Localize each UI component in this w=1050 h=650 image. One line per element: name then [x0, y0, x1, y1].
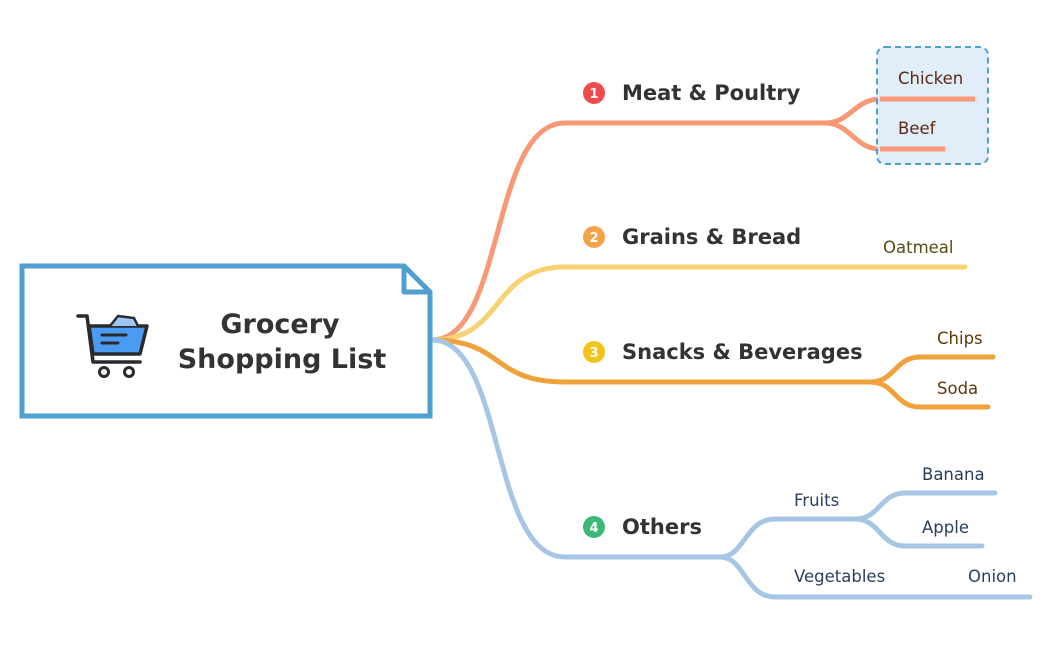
badge-1-number: 1 [589, 87, 598, 102]
connector-soda [867, 379, 991, 410]
branch-meat-poultry[interactable]: 1 Meat & Poultry [583, 81, 801, 105]
branch-2-label: Grains & Bread [622, 225, 801, 249]
leaf-oatmeal[interactable]: Oatmeal [883, 238, 954, 257]
branch-4-label: Others [622, 515, 702, 539]
root-title-line1: Grocery [220, 309, 340, 340]
connector-fruits [717, 516, 858, 560]
branch-others[interactable]: 4 Others [583, 515, 702, 539]
connector-others [429, 337, 723, 560]
connector-apple [852, 516, 985, 549]
branch-grains-bread[interactable]: 2 Grains & Bread [583, 225, 801, 249]
root-box [19, 263, 433, 419]
branch-3-label: Snacks & Beverages [622, 340, 863, 364]
leaf-soda[interactable]: Soda [937, 379, 978, 398]
leaf-beef[interactable]: Beef [898, 119, 937, 138]
group-vegetables[interactable]: Vegetables [794, 567, 885, 586]
root-node[interactable]: Grocery Shopping List [19, 263, 433, 419]
leaf-apple[interactable]: Apple [922, 518, 969, 537]
badge-1 [583, 82, 605, 104]
connector-meat [429, 120, 828, 343]
highlight-box [876, 46, 989, 165]
leaf-chicken[interactable]: Chicken [898, 69, 963, 88]
badge-2-number: 2 [589, 231, 598, 246]
branch-snacks-beverages[interactable]: 3 Snacks & Beverages [583, 340, 863, 364]
badge-3 [583, 341, 605, 363]
badge-4 [583, 516, 605, 538]
leaf-chips[interactable]: Chips [937, 329, 983, 348]
leaf-onion[interactable]: Onion [968, 567, 1017, 586]
connector-vegetables [717, 554, 1033, 600]
branch-1-label: Meat & Poultry [622, 81, 801, 105]
root-title-line2: Shopping List [178, 344, 387, 375]
root-fold [401, 266, 430, 295]
badge-2 [583, 226, 605, 248]
leaf-banana[interactable]: Banana [922, 465, 985, 484]
badge-3-number: 3 [589, 346, 598, 361]
group-fruits[interactable]: Fruits [794, 491, 839, 510]
connector-grains [429, 264, 968, 343]
shopping-cart-icon [76, 314, 149, 378]
connector-banana [852, 490, 998, 522]
connectors [429, 96, 1033, 600]
connector-snacks [429, 337, 873, 385]
badge-4-number: 4 [589, 521, 598, 536]
